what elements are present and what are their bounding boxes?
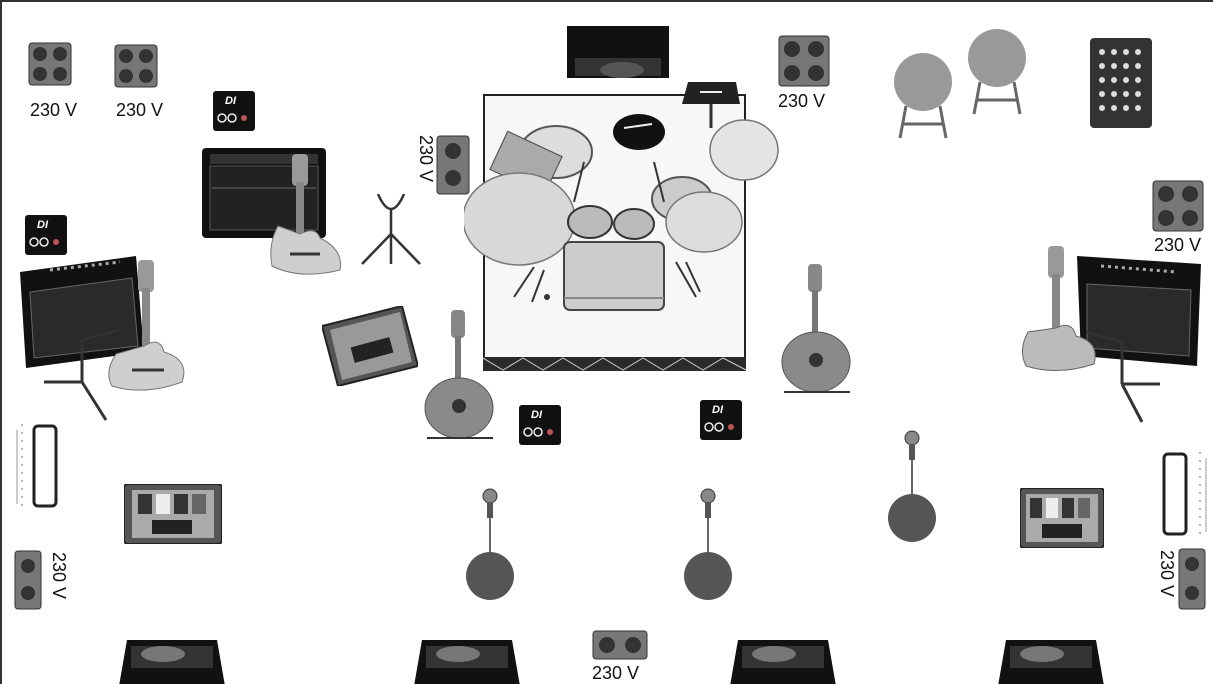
stool-icon bbox=[892, 52, 954, 140]
di-label: DI bbox=[37, 220, 48, 231]
stool-icon bbox=[966, 28, 1028, 116]
voltage-label: 230 V bbox=[50, 552, 68, 599]
keyboard-stand-icon bbox=[14, 420, 70, 512]
voltage-label: 230 V bbox=[116, 101, 163, 119]
di-box-icon: DI bbox=[699, 399, 743, 441]
acoustic-guitar-icon bbox=[417, 310, 503, 442]
power-outlet-double-icon bbox=[1178, 548, 1206, 610]
pedalboard-icon bbox=[1020, 488, 1104, 548]
power-outlet-quad-icon bbox=[778, 35, 830, 87]
voltage-label: 230 V bbox=[778, 92, 825, 110]
di-box-icon: DI bbox=[212, 90, 256, 132]
di-label: DI bbox=[225, 96, 236, 107]
monitor-wedge-icon bbox=[119, 640, 225, 684]
vocal-mic-stand-icon bbox=[886, 430, 938, 542]
power-outlet-quad-icon bbox=[1152, 180, 1204, 232]
di-label: DI bbox=[531, 410, 542, 421]
acoustic-guitar-icon bbox=[774, 264, 860, 396]
power-outlet-quad-icon bbox=[28, 42, 72, 86]
keyboard-stand-icon bbox=[1154, 448, 1210, 540]
pedalboard-icon bbox=[322, 306, 418, 386]
drum-riser-truss bbox=[483, 357, 746, 371]
monitor-wedge-icon bbox=[414, 640, 520, 684]
electric-guitar-icon bbox=[260, 154, 346, 280]
voltage-label: 230 V bbox=[1158, 550, 1176, 597]
vocal-mic-stand-icon bbox=[682, 488, 734, 600]
monitor-wedge-icon bbox=[730, 640, 836, 684]
drum-kit-icon bbox=[464, 102, 784, 332]
monitor-wedge-icon bbox=[998, 640, 1104, 684]
di-box-icon: DI bbox=[24, 214, 68, 256]
di-label: DI bbox=[712, 405, 723, 416]
voltage-label: 230 V bbox=[30, 101, 77, 119]
power-outlet-quad-icon bbox=[114, 44, 158, 88]
mic-stand-boom-icon bbox=[1082, 322, 1162, 426]
monitor-wedge-icon bbox=[567, 26, 669, 78]
power-outlet-double-icon bbox=[592, 630, 648, 660]
voltage-label: 230 V bbox=[1154, 236, 1201, 254]
music-stand-icon bbox=[678, 80, 744, 130]
di-box-icon: DI bbox=[518, 404, 562, 446]
pedalboard-icon bbox=[124, 484, 222, 544]
vocal-mic-stand-icon bbox=[464, 488, 516, 600]
mic-stand-boom-icon bbox=[42, 320, 122, 424]
voltage-label: 230 V bbox=[417, 135, 435, 182]
voltage-label: 230 V bbox=[592, 664, 639, 682]
guitar-stand-icon bbox=[358, 194, 424, 266]
power-outlet-double-icon bbox=[14, 550, 42, 610]
stage-box-icon bbox=[1090, 38, 1152, 128]
